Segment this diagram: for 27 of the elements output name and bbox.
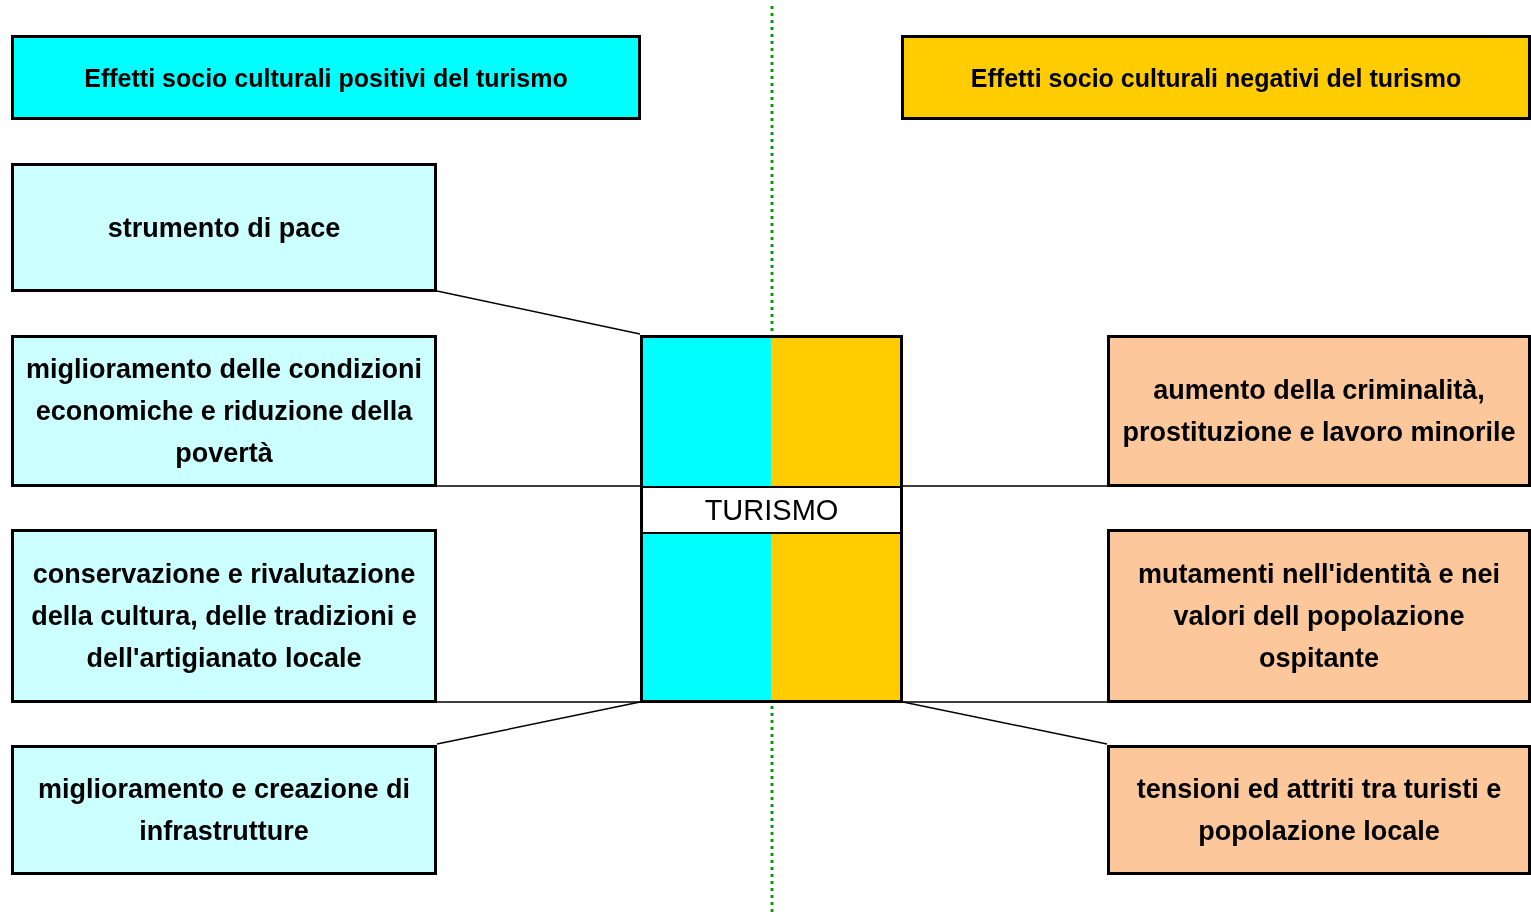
- box-text: mutamenti nell'identità e nei valori dell popolazione ospitante: [1137, 558, 1501, 675]
- box-text: conservazione e rivalutazione della cultura, delle tradizioni e dell'artigianato locale: [30, 558, 418, 675]
- box-text: strumento di pace: [106, 211, 342, 245]
- box-text: miglioramento e creazione di infrastrutture: [36, 773, 412, 848]
- header-text: Effetti socio culturali positivi del turismo: [84, 62, 568, 94]
- connector-line: [436, 485, 641, 487]
- box-text: aumento della criminalità, prostituzione e lavoro minorile: [1121, 374, 1517, 449]
- effect-box: [1107, 529, 1531, 703]
- connector-line: [436, 290, 641, 335]
- tourism-block: [640, 335, 903, 703]
- connector-line: [902, 485, 1108, 487]
- connector-line: [436, 701, 641, 703]
- center-label: TURISMO: [703, 493, 840, 528]
- connector-line: [436, 701, 641, 745]
- effect-box: [11, 529, 437, 703]
- effect-box: [11, 745, 437, 875]
- header-box: [901, 35, 1531, 120]
- connector-line: [902, 701, 1108, 745]
- effect-box: [11, 335, 437, 487]
- effect-box: [11, 163, 437, 292]
- header-box: [11, 35, 641, 120]
- effect-box: [1107, 335, 1531, 487]
- effect-box: [1107, 745, 1531, 875]
- header-text: Effetti socio culturali negativi del turismo: [970, 62, 1462, 94]
- connector-line: [902, 701, 1108, 703]
- box-text: miglioramento delle condizioni economiche e riduzione della povertà: [24, 353, 423, 470]
- box-text: tensioni ed attriti tra turisti e popolazione locale: [1135, 773, 1503, 848]
